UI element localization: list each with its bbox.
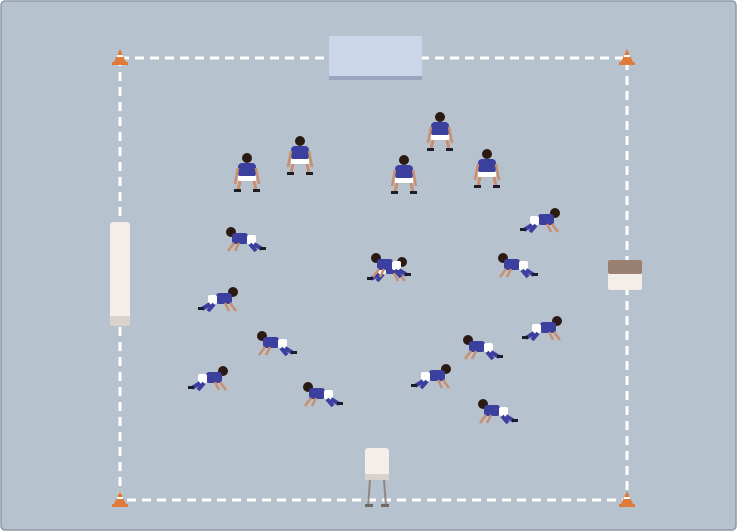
tackle-bag-top (329, 36, 422, 80)
tackle-pad-left (110, 222, 130, 326)
tackle-pad-right (608, 260, 642, 290)
